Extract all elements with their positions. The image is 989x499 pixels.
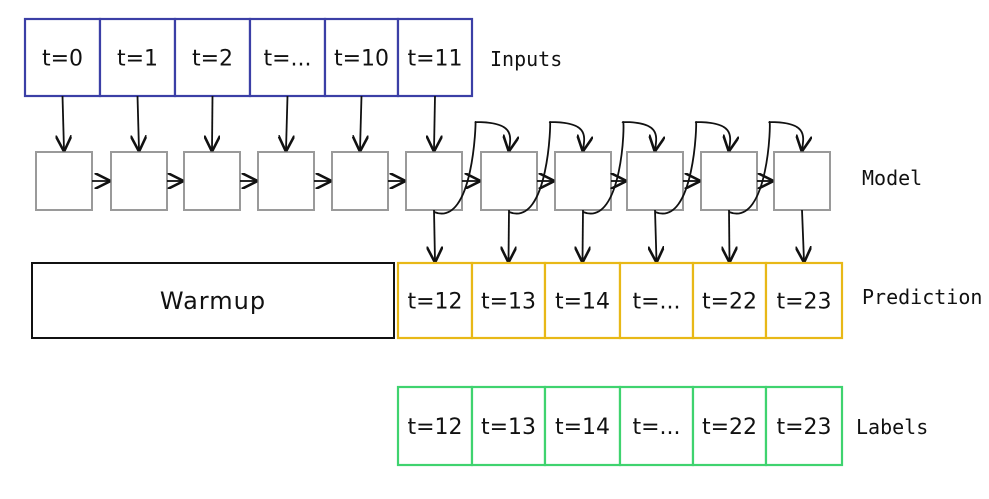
model-to-prediction-arrow (509, 209, 510, 261)
model-step-box (554, 151, 612, 211)
model-step-box (626, 151, 684, 211)
label-cell-label: t=14 (555, 415, 610, 440)
feedback-loop-arrow (508, 121, 584, 215)
labels-row: t=12 t=13 t=14 t=... t=22 t=23 (396, 385, 844, 467)
input-cell-label: t=10 (334, 47, 389, 72)
input-to-model-arrow (434, 95, 435, 150)
feedback-loop-arrow (654, 121, 730, 215)
prediction-cell-label: t=23 (776, 290, 831, 315)
label-cell-label: t=13 (481, 415, 536, 440)
inputs-side-label: Inputs (490, 47, 562, 71)
prediction-cell-label: t=14 (555, 290, 610, 315)
labels-side-label: Labels (856, 415, 928, 439)
input-cell-label: t=... (263, 47, 311, 72)
label-cell (618, 385, 695, 467)
input-cell (396, 17, 474, 98)
prediction-cell (396, 261, 474, 340)
label-cell-label: t=22 (702, 415, 757, 440)
model-step-box (35, 151, 93, 211)
label-cell (543, 385, 622, 467)
model-side-label: Model (862, 166, 922, 190)
prediction-cell-label: t=... (632, 290, 680, 315)
model-to-prediction-arrow (434, 209, 435, 261)
connections (63, 95, 805, 261)
label-cell (470, 385, 547, 467)
prediction-cell (618, 261, 695, 340)
inputs-row: t=0 t=1 t=2 t=... t=10 t=11 (23, 17, 474, 98)
input-to-model-arrow (138, 95, 140, 150)
label-cell (691, 385, 768, 467)
input-to-model-arrow (63, 95, 65, 150)
warmup-box (31, 262, 395, 339)
model-step-box (183, 151, 241, 211)
model-to-prediction-arrow (655, 209, 657, 261)
input-to-model-arrow (212, 95, 213, 150)
input-to-model-arrow (286, 95, 288, 150)
prediction-cell-label: t=22 (702, 290, 757, 315)
input-to-model-arrow (360, 95, 362, 150)
model-step-box (405, 151, 463, 211)
feedback-loop-arrow (728, 121, 803, 215)
feedback-loop-arrow (433, 121, 510, 215)
prediction-cell (470, 261, 547, 340)
prediction-cell (543, 261, 622, 340)
input-cell-label: t=11 (407, 47, 462, 72)
prediction-row: t=12 t=13 t=14 t=... t=22 t=23 (396, 261, 844, 340)
input-cell-label: t=0 (42, 47, 83, 72)
label-cell (396, 385, 474, 467)
input-cell (98, 17, 177, 98)
model-step-box (700, 151, 758, 211)
model-step-box (257, 151, 315, 211)
label-cell-label: t=... (632, 415, 680, 440)
model-to-prediction-arrow (802, 209, 804, 261)
model-row (35, 151, 831, 211)
model-step-box (773, 151, 831, 211)
warmup-block: Warmup (31, 262, 395, 339)
model-to-prediction-arrow (583, 209, 584, 261)
model-to-prediction-arrow (729, 209, 730, 261)
input-cell (23, 17, 102, 98)
model-step-box (110, 151, 168, 211)
label-cell-label: t=23 (776, 415, 831, 440)
prediction-cell-label: t=12 (407, 290, 462, 315)
label-cell (764, 385, 844, 467)
prediction-cell (764, 261, 844, 340)
feedback-loop-arrow (582, 121, 656, 215)
prediction-cell-label: t=13 (481, 290, 536, 315)
prediction-cell (691, 261, 768, 340)
input-cell-label: t=2 (192, 47, 233, 72)
warmup-label: Warmup (160, 287, 266, 315)
label-cell-label: t=12 (407, 415, 462, 440)
prediction-side-label: Prediction (862, 285, 982, 309)
input-cell-label: t=1 (117, 47, 158, 72)
model-step-box (480, 151, 538, 211)
model-step-box (331, 151, 389, 211)
